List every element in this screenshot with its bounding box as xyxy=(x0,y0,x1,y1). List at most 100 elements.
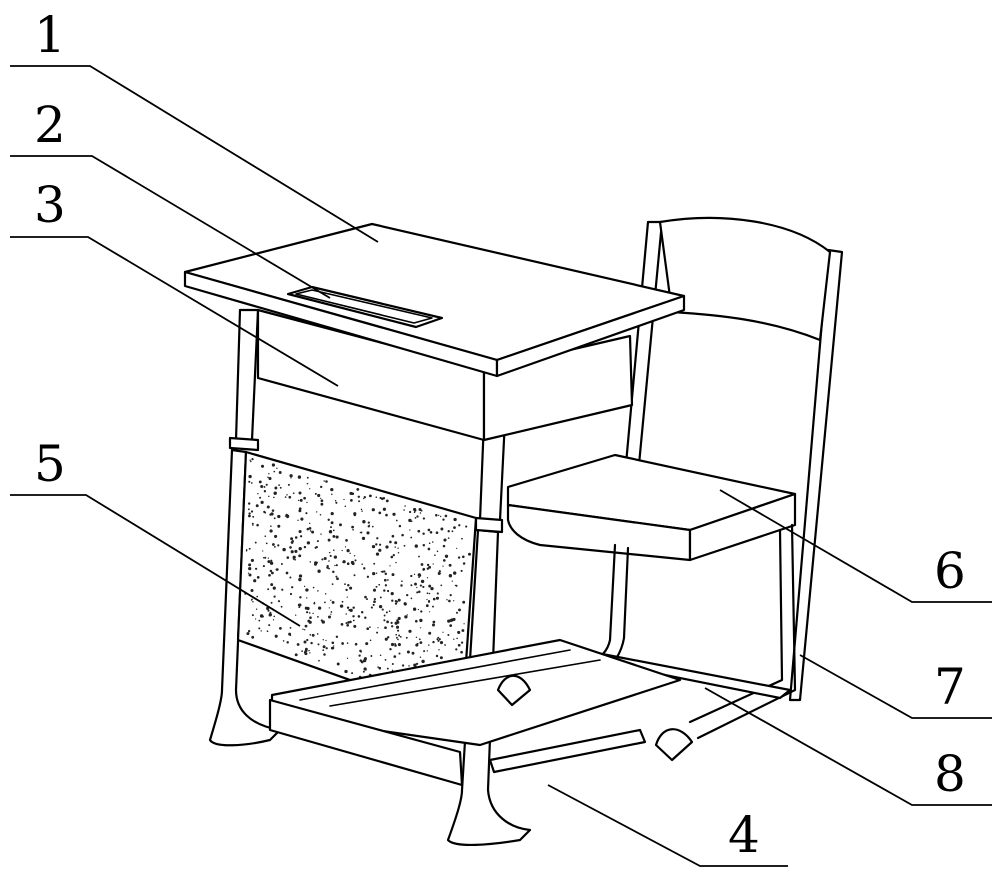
speckle-dot xyxy=(384,615,386,617)
speckle-dot xyxy=(304,546,306,548)
speckle-dot xyxy=(398,552,400,554)
speckle-dot xyxy=(358,654,360,656)
speckle-dot xyxy=(411,598,413,600)
speckle-dot xyxy=(320,514,322,516)
speckle-dot xyxy=(352,529,354,531)
speckle-dot xyxy=(393,513,396,516)
speckle-dot xyxy=(271,572,274,575)
speckle-dot xyxy=(373,600,376,603)
speckle-dot xyxy=(288,484,290,486)
speckle-dot xyxy=(257,493,258,494)
speckle-dot xyxy=(324,602,326,604)
speckle-dot xyxy=(323,653,326,656)
speckle-dot xyxy=(435,514,438,517)
speckle-dot xyxy=(347,562,350,565)
speckle-dot xyxy=(433,621,436,624)
speckle-dot xyxy=(383,589,385,591)
speckle-dot xyxy=(358,496,360,498)
speckle-dot xyxy=(279,627,282,630)
speckle-dot xyxy=(273,471,275,473)
speckle-dot xyxy=(361,510,362,511)
speckle-dot xyxy=(318,660,320,662)
speckle-dot xyxy=(359,650,361,652)
speckle-dot xyxy=(290,477,291,478)
speckle-dot xyxy=(453,571,456,574)
speckle-dot xyxy=(449,564,452,567)
speckle-dot xyxy=(426,604,429,607)
speckle-dot xyxy=(427,577,428,578)
speckle-dot xyxy=(252,614,254,616)
speckle-dot xyxy=(392,573,395,576)
speckle-dot xyxy=(420,585,422,587)
speckle-dot xyxy=(432,541,434,543)
speckle-dot xyxy=(270,560,272,562)
speckle-dot xyxy=(416,587,417,588)
speckle-dot xyxy=(440,641,443,644)
speckle-dot xyxy=(355,643,358,646)
speckle-dot xyxy=(389,565,390,566)
speckle-dot xyxy=(413,508,416,511)
speckle-dot xyxy=(427,592,429,594)
speckle-dot xyxy=(290,537,293,540)
speckle-dot xyxy=(332,601,335,604)
speckle-dot xyxy=(382,609,384,611)
speckle-dot xyxy=(252,601,254,603)
speckle-dot xyxy=(286,641,288,643)
speckle-dot xyxy=(251,510,253,512)
speckle-dot xyxy=(304,586,305,587)
speckle-dot xyxy=(299,492,302,495)
speckle-dot xyxy=(285,496,287,498)
speckle-dot xyxy=(376,496,378,498)
speckle-dot xyxy=(332,571,334,573)
speckle-dot xyxy=(291,586,293,588)
speckle-dot xyxy=(385,573,387,575)
speckle-dot xyxy=(259,497,261,499)
speckle-dot xyxy=(251,599,253,601)
speckle-dot xyxy=(281,563,283,565)
speckle-dot xyxy=(416,591,418,593)
speckle-dot xyxy=(281,606,283,608)
speckle-dot xyxy=(427,650,428,651)
speckle-dot xyxy=(403,509,405,511)
speckle-dot xyxy=(311,531,314,534)
speckle-dot xyxy=(448,600,450,602)
speckle-dot xyxy=(443,559,446,562)
speckle-dot xyxy=(329,607,330,608)
speckle-dot xyxy=(429,542,431,544)
speckle-dot xyxy=(266,484,268,486)
speckle-dot xyxy=(423,544,425,546)
speckle-dot xyxy=(406,637,408,639)
speckle-dot xyxy=(248,475,251,478)
callout-5: 5 xyxy=(34,435,66,493)
speckle-dot xyxy=(328,568,330,570)
speckle-dot xyxy=(362,537,365,540)
desk-foot-rail xyxy=(490,730,645,772)
speckle-dot xyxy=(428,529,431,532)
speckle-dot xyxy=(391,625,393,627)
speckle-dot xyxy=(373,563,375,565)
speckle-dot xyxy=(394,546,395,547)
speckle-dot xyxy=(356,488,359,491)
speckle-dot xyxy=(316,511,317,512)
speckle-dot xyxy=(322,649,324,651)
speckle-dot xyxy=(436,655,438,657)
speckle-dot xyxy=(458,608,461,611)
speckle-dot xyxy=(281,589,283,591)
speckle-dot xyxy=(360,532,362,534)
speckle-dot xyxy=(274,535,277,538)
speckle-dot xyxy=(336,636,338,638)
speckle-dot xyxy=(246,549,248,551)
speckle-dot xyxy=(345,506,347,508)
speckle-dot xyxy=(386,500,389,503)
speckle-dot xyxy=(445,555,448,558)
speckle-dot xyxy=(305,607,308,610)
speckle-dot xyxy=(408,665,410,667)
speckle-dot xyxy=(252,525,253,526)
speckle-dot xyxy=(263,565,265,567)
speckle-dot xyxy=(417,530,420,533)
speckle-dot xyxy=(450,594,452,596)
speckle-dot xyxy=(341,623,344,626)
speckle-dot xyxy=(434,554,436,556)
speckle-dot xyxy=(445,515,448,518)
speckle-dot xyxy=(353,620,355,622)
